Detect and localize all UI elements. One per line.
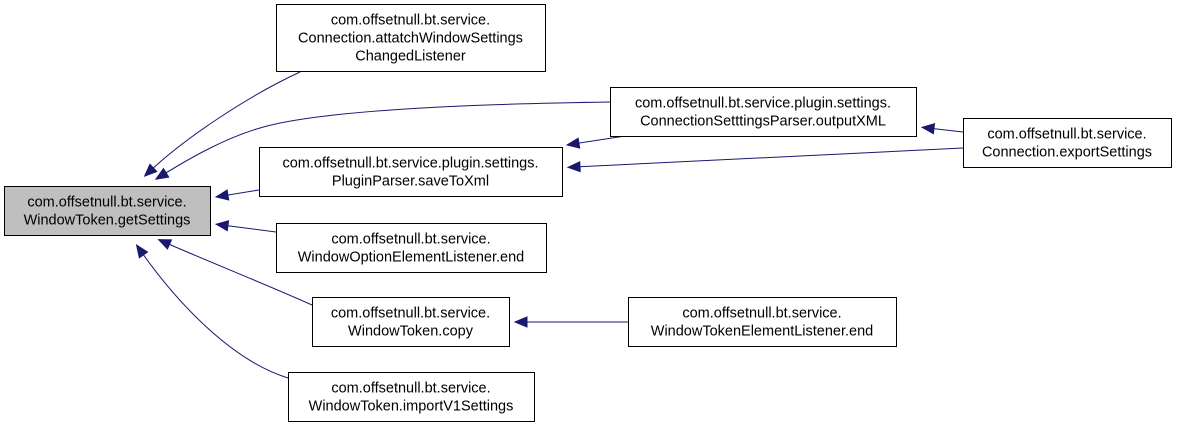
arrowhead-icon	[566, 160, 581, 173]
arrowhead-icon	[214, 220, 230, 232]
node-box[interactable]	[259, 147, 563, 197]
edge-line	[572, 135, 626, 145]
node-saveToXml[interactable]: com.offsetnull.bt.service.plugin.setting…	[259, 147, 563, 197]
node-label-line: WindowToken.importV1Settings	[309, 399, 514, 415]
node-attatchListener[interactable]: com.offsetnull.bt.service. Connection.att…	[276, 4, 546, 72]
node-box[interactable]	[312, 297, 510, 347]
node-label-line: com.offsetnull.bt.service.	[331, 306, 490, 322]
edge-outputXML-to-getSettings	[154, 101, 611, 180]
edge-line	[139, 249, 289, 379]
node-label-line: com.offsetnull.bt.service.plugin.setting…	[635, 96, 891, 112]
node-label-line: Connection.attatchWindowSettings	[298, 31, 523, 47]
node-label-line: com.offsetnull.bt.service.plugin.setting…	[282, 156, 538, 172]
node-label-line: ChangedListener	[355, 49, 466, 65]
arrowhead-icon	[565, 137, 581, 149]
edge-line	[573, 147, 964, 168]
edge-outputXML-to-saveToXml	[565, 135, 626, 149]
node-label-line: WindowToken.copy	[348, 324, 474, 340]
node-label-line: ConnectionSetttingsParser.outputXML	[640, 114, 886, 130]
edge-attatchListener-to-getSettings	[143, 71, 301, 178]
arrowhead-icon	[135, 244, 149, 259]
node-label-line: com.offsetnull.bt.service.	[331, 13, 490, 29]
node-outputXML[interactable]: com.offsetnull.bt.service.plugin.setting…	[610, 87, 917, 137]
node-box[interactable]	[628, 297, 897, 347]
node-box[interactable]	[4, 186, 211, 236]
edge-saveToXml-to-getSettings	[214, 189, 260, 201]
node-label-line: WindowToken.getSettings	[24, 213, 191, 229]
node-optionEnd[interactable]: com.offsetnull.bt.service. WindowOptionEl…	[276, 223, 547, 273]
node-box[interactable]	[276, 4, 546, 72]
edge-exportSettings-to-outputXML	[920, 123, 964, 135]
node-label-line: WindowTokenElementListener.end	[651, 324, 873, 340]
arrowhead-icon	[920, 123, 936, 135]
edge-optionEnd-to-getSettings	[214, 220, 277, 233]
node-tokenEnd[interactable]: com.offsetnull.bt.service. WindowTokenEle…	[628, 297, 897, 347]
node-exportSettings[interactable]: com.offsetnull.bt.service. Connection.exp…	[963, 118, 1172, 168]
arrowhead-icon	[154, 167, 170, 180]
edge-line	[221, 224, 277, 233]
node-label-line: WindowOptionElementListener.end	[298, 250, 525, 266]
node-box[interactable]	[276, 223, 547, 273]
arrowhead-icon	[513, 316, 528, 328]
nodes-layer: com.offsetnull.bt.service. WindowToken.ge…	[4, 4, 1172, 422]
node-label-line: PluginParser.saveToXml	[332, 174, 489, 190]
arrowhead-icon	[143, 163, 158, 178]
node-label-line: com.offsetnull.bt.service.	[27, 195, 186, 211]
node-label-line: com.offsetnull.bt.service.	[682, 306, 841, 322]
edge-line	[163, 241, 313, 306]
arrowhead-icon	[157, 239, 173, 250]
node-box[interactable]	[288, 372, 535, 422]
edge-importV1-to-getSettings	[135, 244, 289, 379]
node-label-line: com.offsetnull.bt.service.	[987, 127, 1146, 143]
edge-tokenEnd-to-copy	[513, 316, 628, 328]
edge-line	[160, 101, 611, 177]
node-label-line: com.offsetnull.bt.service.	[331, 232, 490, 248]
edge-line	[148, 71, 301, 173]
node-box[interactable]	[610, 87, 917, 137]
node-label-line: com.offsetnull.bt.service.	[331, 381, 490, 397]
edge-copy-to-getSettings	[157, 239, 313, 306]
node-getSettings[interactable]: com.offsetnull.bt.service. WindowToken.ge…	[4, 186, 211, 236]
node-importV1[interactable]: com.offsetnull.bt.service. WindowToken.im…	[288, 372, 535, 422]
node-box[interactable]	[963, 118, 1172, 168]
arrowhead-icon	[214, 189, 230, 201]
edge-exportSettings-to-saveToXml	[566, 147, 964, 173]
node-copy[interactable]: com.offsetnull.bt.service. WindowToken.co…	[312, 297, 510, 347]
node-label-line: Connection.exportSettings	[982, 145, 1152, 161]
edges-layer	[135, 71, 964, 379]
